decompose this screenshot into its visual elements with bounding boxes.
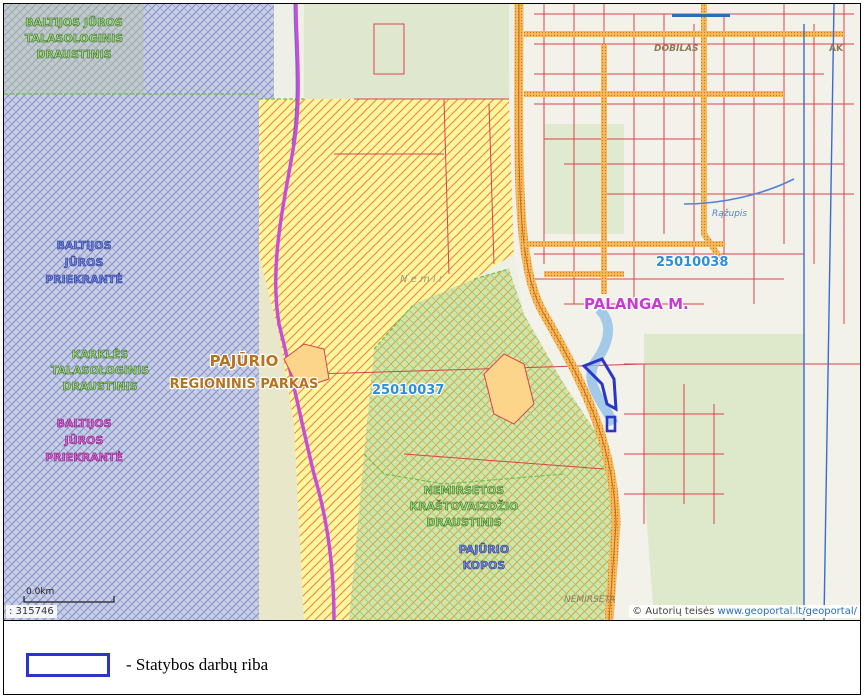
label-nemirseta: NEMIRSETA (564, 595, 615, 605)
construction-boundary-small[interactable] (605, 415, 617, 433)
label-dobilas: DOBILAS (654, 44, 699, 54)
regional-park-area (259, 99, 514, 620)
copyright-notice: © Autorių teisės www.geoportal.lt/geopor… (629, 605, 860, 618)
label-nemirsetos-3: DRAUSTINIS (426, 516, 502, 529)
label-pajurio-2: REGIONINIS PARKAS (170, 377, 319, 392)
label-street-ak: AK (829, 44, 844, 54)
label-pajurio-kopos-1: PAJŪRIO (459, 543, 510, 556)
blue-boundary-lines (803, 4, 835, 620)
scale-bar: 0.0km (23, 587, 115, 603)
legend-label: - Statybos darbų riba (126, 655, 269, 674)
legend-swatch-construction-boundary (26, 653, 110, 677)
label-karkles-3: DRAUSTINIS (62, 380, 138, 393)
secondary-roads (524, 4, 844, 294)
pond (586, 305, 619, 427)
sea-area (4, 4, 274, 620)
label-parcel-25010037: 25010037 (372, 383, 444, 398)
talasologinis-zone (4, 4, 144, 94)
field-south (644, 334, 804, 620)
label-nemirsetos-1: NEMIRSETOS (424, 484, 505, 497)
map-view[interactable]: BALTIJOS JŪROS TALASOLOGINIS DRAUSTINIS … (4, 4, 860, 620)
dune-patch (483, 353, 535, 425)
label-priekrante-b-2: JŪROS (64, 434, 104, 447)
copyright-link[interactable]: www.geoportal.lt/geoportal/ (717, 606, 857, 617)
settlement-patch (283, 343, 330, 390)
legend: - Statybos darbų riba (4, 620, 860, 694)
label-priekrante-a-2: JŪROS (64, 256, 104, 269)
label-priekrante-b-3: PRIEKRANTĖ (45, 450, 123, 464)
map-figure: BALTIJOS JŪROS TALASOLOGINIS DRAUSTINIS … (3, 3, 861, 695)
reserve-boundaries (4, 93, 565, 485)
top-bar (672, 14, 730, 17)
forest-top (304, 4, 509, 99)
label-nemir-faint: N e m i r (400, 274, 444, 285)
label-baltijos-talasologinis-1: BALTIJOS JŪROS (25, 16, 123, 29)
label-karkles-2: TALASOLOGINIS (51, 364, 149, 377)
label-priekrante-a-1: BALTIJOS (56, 239, 111, 252)
label-baltijos-talasologinis-3: DRAUSTINIS (36, 48, 112, 61)
nemirsetos-reserve (349, 269, 614, 620)
label-karkles-1: KARKLĖS (72, 347, 129, 361)
river (683, 178, 795, 205)
scale-ratio: : 315746 (6, 605, 57, 618)
label-river: Rąžupis (712, 209, 747, 219)
label-baltijos-talasologinis-2: TALASOLOGINIS (25, 32, 123, 45)
field-north (544, 124, 624, 234)
scale-bar-label: 0.0km (26, 587, 54, 597)
label-palanga: PALANGA M. (584, 295, 689, 313)
label-priekrante-b-1: BALTIJOS (56, 417, 111, 430)
construction-boundary[interactable] (581, 357, 618, 412)
park-boundary (273, 4, 336, 620)
copyright-prefix: © Autorių teisės (632, 606, 715, 617)
label-parcel-25010038: 25010038 (656, 255, 728, 270)
label-pajurio-kopos-2: KOPOS (463, 559, 506, 572)
label-nemirsetos-2: KRAŠTOVAIZDŽIO (410, 500, 519, 513)
parcel-grid (313, 4, 860, 524)
label-priekrante-a-3: PRIEKRANTĖ (45, 272, 123, 286)
label-pajurio-1: PAJŪRIO (210, 350, 279, 370)
